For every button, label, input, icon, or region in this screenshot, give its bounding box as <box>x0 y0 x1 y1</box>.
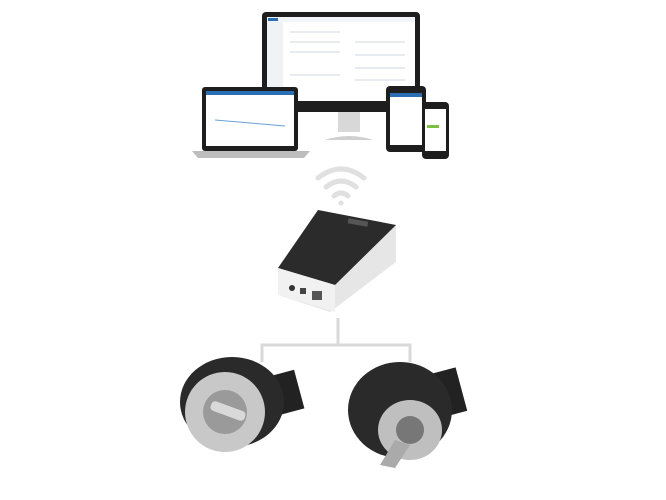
wifi-icon <box>315 166 367 206</box>
tablet <box>386 86 426 152</box>
gateway-device <box>278 210 396 312</box>
encoder-left <box>180 357 305 452</box>
connection-lines <box>260 318 412 362</box>
laptop <box>192 87 310 158</box>
encoder-right <box>348 362 468 468</box>
smartphone <box>422 102 449 159</box>
